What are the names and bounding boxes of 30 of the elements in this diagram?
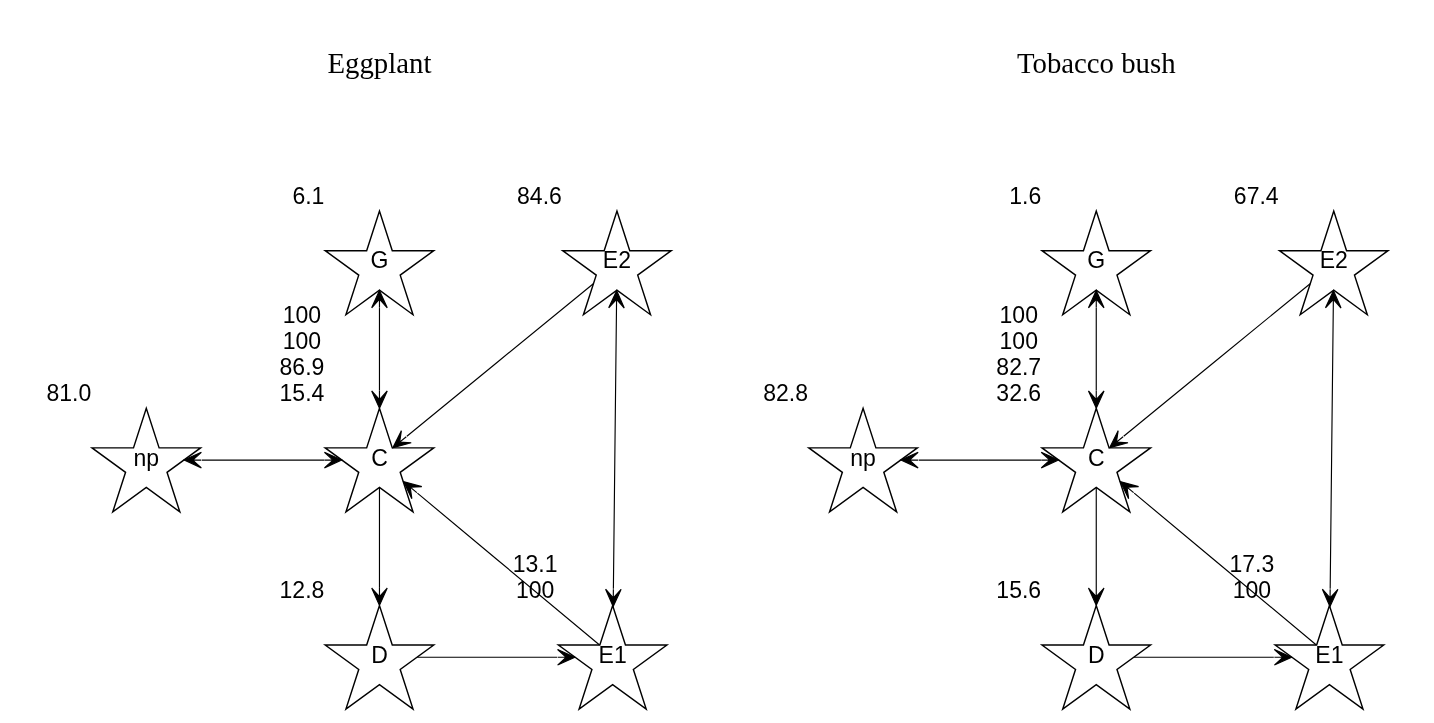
node-label: 81.0 [46,379,92,406]
node-label: 6.1 [292,182,325,209]
arrow [1133,648,1293,666]
node-label: 100 [282,302,322,329]
arrow [1321,290,1342,608]
node-label: 67.4 [1233,182,1279,209]
arrow [183,451,343,469]
node-label: 15.4 [279,379,325,406]
arrow [1087,290,1105,409]
node-label: 12.8 [279,576,325,603]
arrow [1109,283,1311,449]
arrow [371,290,388,409]
node-label: 15.6 [996,576,1042,603]
node-label: 82.8 [763,379,808,406]
arrow [416,648,576,666]
node-label: 82.7 [996,353,1042,380]
node-label: 100 [999,302,1038,329]
node-label: 32.6 [996,379,1042,406]
label: Tobacco bush [1016,46,1176,79]
node-label: 84.6 [517,182,562,209]
node-label: 100 [282,327,322,354]
node-label: 17.3 [1229,551,1275,578]
arrow [392,283,594,449]
node-label: 13.1 [512,551,558,578]
label: Eggplant [327,46,432,79]
node-label: 1.6 [1009,182,1042,209]
node-label: 100 [999,327,1038,354]
arrow [900,451,1060,469]
arrow [605,290,625,608]
node-label: 86.9 [279,353,325,380]
